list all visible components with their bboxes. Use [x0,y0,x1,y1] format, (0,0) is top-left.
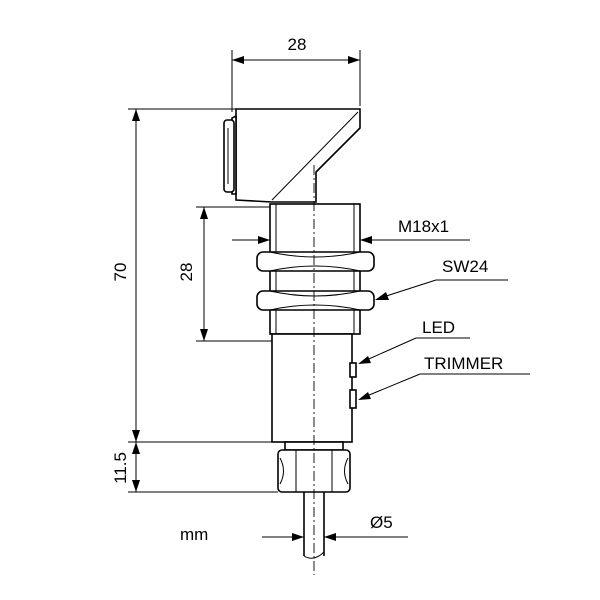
nut-upper [256,251,375,272]
dimension-overall-length: 70 [111,108,272,443]
unit-label: mm [180,525,208,544]
cable-diameter-callout: Ø5 [262,513,408,541]
wrench-callout: SW24 [375,257,508,300]
thread-length-label: 28 [177,263,196,282]
dimension-thread-length: 28 [177,206,272,342]
trimmer-window [349,389,357,409]
trimmer-callout: TRIMMER [358,354,530,400]
led-label: LED [422,318,455,337]
dimension-top-width: 28 [231,35,361,112]
cable-diameter-label: Ø5 [370,513,393,532]
top-width-label: 28 [288,35,307,54]
led-callout: LED [358,318,470,364]
connector-head [223,108,361,203]
nut-lower [256,290,375,311]
dimension-nut-height: 11.5 [111,442,278,493]
nut-height-label: 11.5 [111,452,130,484]
led-window [349,362,357,378]
thread-callout: M18x1 [232,217,470,244]
thread-label: M18x1 [398,217,449,236]
wrench-size-label: SW24 [442,257,488,276]
overall-length-label: 70 [111,263,130,282]
trimmer-label: TRIMMER [424,354,503,373]
